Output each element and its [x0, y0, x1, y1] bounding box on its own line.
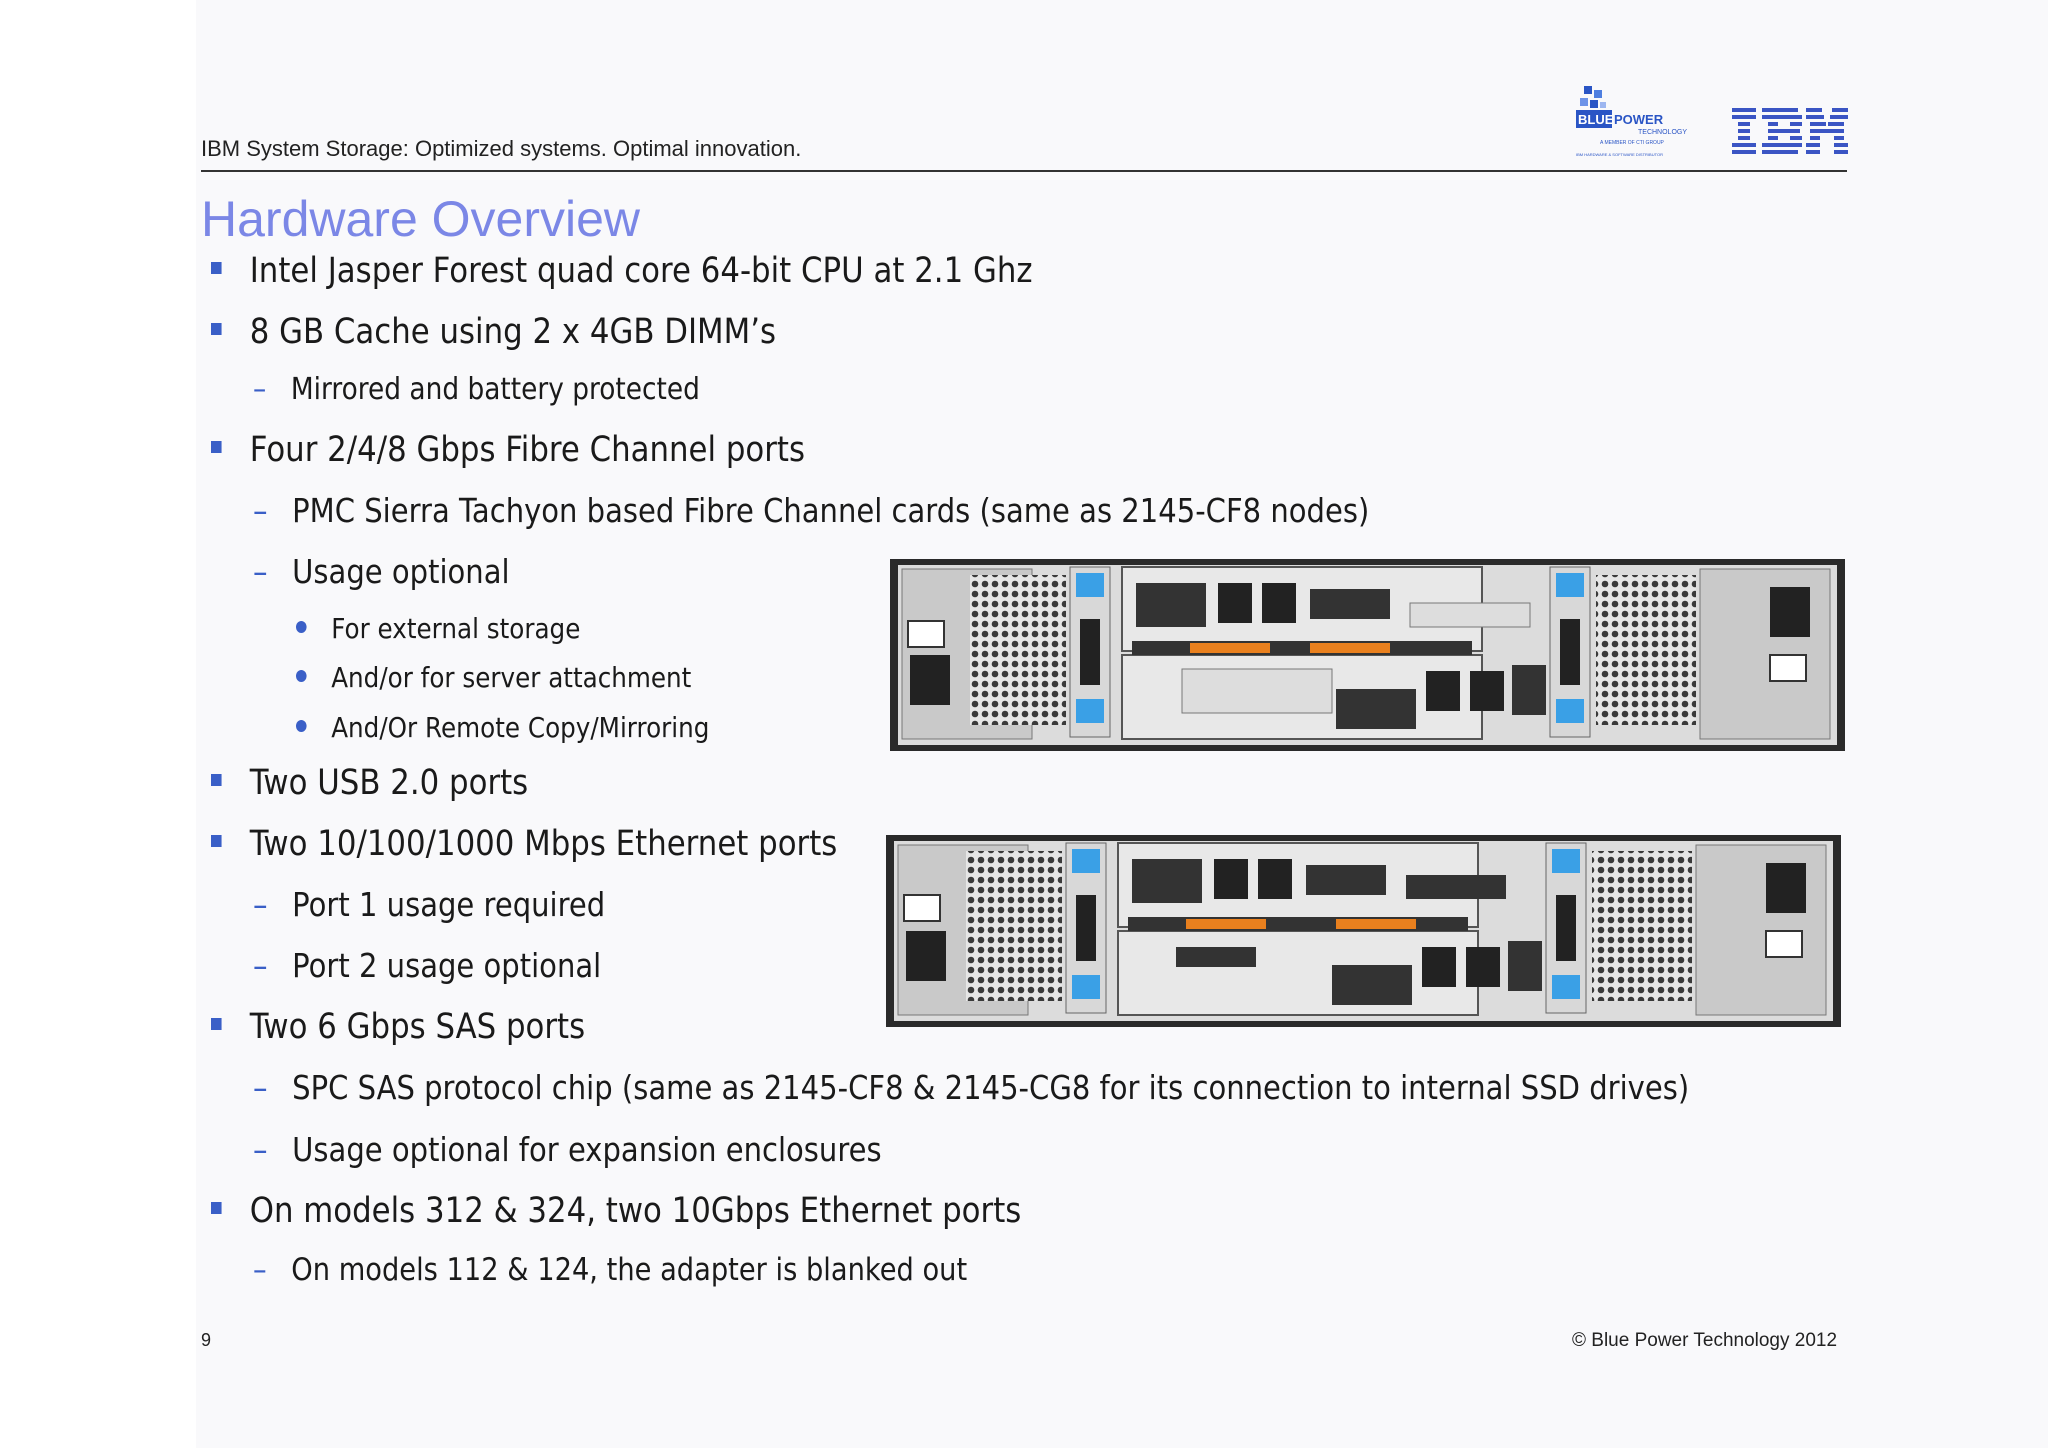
dot-bullet-icon — [296, 720, 307, 732]
header-tagline: IBM System Storage: Optimized systems. O… — [201, 136, 802, 161]
square-bullet-icon — [211, 1018, 222, 1030]
svg-text:A MEMBER OF CTI GROUP: A MEMBER OF CTI GROUP — [1600, 140, 1665, 146]
bullet-fc-ports: Four 2/4/8 Gbps Fibre Channel ports — [211, 430, 805, 470]
square-bullet-icon — [211, 441, 222, 453]
sub-bullet-blanked: –On models 112 & 124, the adapter is bla… — [253, 1252, 968, 1288]
square-bullet-icon — [211, 1202, 222, 1214]
square-bullet-icon — [211, 774, 222, 786]
copyright-footer: © Blue Power Technology 2012 — [1572, 1330, 1838, 1351]
dash-bullet-icon: – — [253, 491, 268, 530]
header-divider — [201, 170, 1847, 172]
bluepower-logo: BLUE POWER TECHNOLOGY A MEMBER OF CTI GR… — [1576, 86, 1687, 157]
bullet-usb: Two USB 2.0 ports — [211, 763, 528, 803]
svg-text:TECHNOLOGY: TECHNOLOGY — [1638, 129, 1687, 136]
dash-bullet-icon: – — [253, 1130, 268, 1169]
page-number: 9 — [201, 1330, 212, 1350]
sub-bullet-expansion: –Usage optional for expansion enclosures — [253, 1130, 882, 1169]
sub-sub-bullet-remote: And/Or Remote Copy/Mirroring — [296, 711, 709, 744]
dash-bullet-icon: – — [253, 885, 268, 924]
dot-bullet-icon — [296, 670, 307, 682]
sub-sub-bullet-external: For external storage — [296, 612, 580, 645]
square-bullet-icon — [211, 262, 222, 274]
sub-bullet-port2: –Port 2 usage optional — [253, 946, 602, 985]
square-bullet-icon — [211, 835, 222, 847]
dash-bullet-icon: – — [253, 946, 268, 985]
bullet-ethernet: Two 10/100/1000 Mbps Ethernet ports — [211, 824, 837, 864]
bullet-cpu: Intel Jasper Forest quad core 64-bit CPU… — [211, 251, 1033, 291]
svg-text:POWER: POWER — [1614, 112, 1664, 127]
svg-text:IBM HARDWARE & SOFTWARE DISTRI: IBM HARDWARE & SOFTWARE DISTRIBUTOR — [1576, 152, 1663, 157]
square-bullet-icon — [211, 323, 222, 335]
sub-sub-bullet-server: And/or for server attachment — [296, 661, 691, 694]
bullet-sas: Two 6 Gbps SAS ports — [211, 1007, 585, 1047]
dash-bullet-icon: – — [253, 372, 267, 407]
dash-bullet-icon: – — [253, 1068, 268, 1107]
controller-rear-image-2 — [886, 835, 1841, 1027]
sub-bullet-fc-usage: –Usage optional — [253, 552, 510, 591]
sub-bullet-pmc: –PMC Sierra Tachyon based Fibre Channel … — [253, 491, 1370, 530]
dot-bullet-icon — [296, 621, 307, 633]
bullet-cache: 8 GB Cache using 2 x 4GB DIMM’s — [211, 312, 776, 352]
sub-bullet-port1: –Port 1 usage required — [253, 885, 606, 924]
dash-bullet-icon: – — [253, 1252, 267, 1288]
sub-bullet-spc: –SPC SAS protocol chip (same as 2145-CF8… — [253, 1068, 1690, 1107]
bullet-10gbe: On models 312 & 324, two 10Gbps Ethernet… — [211, 1191, 1021, 1231]
slide-title: Hardware Overview — [201, 191, 641, 247]
svg-text:BLUE: BLUE — [1578, 112, 1614, 127]
ibm-logo — [1732, 108, 1848, 154]
sub-bullet-mirrored: –Mirrored and battery protected — [253, 372, 700, 407]
controller-rear-image-1 — [890, 559, 1845, 751]
dash-bullet-icon: – — [253, 552, 268, 591]
